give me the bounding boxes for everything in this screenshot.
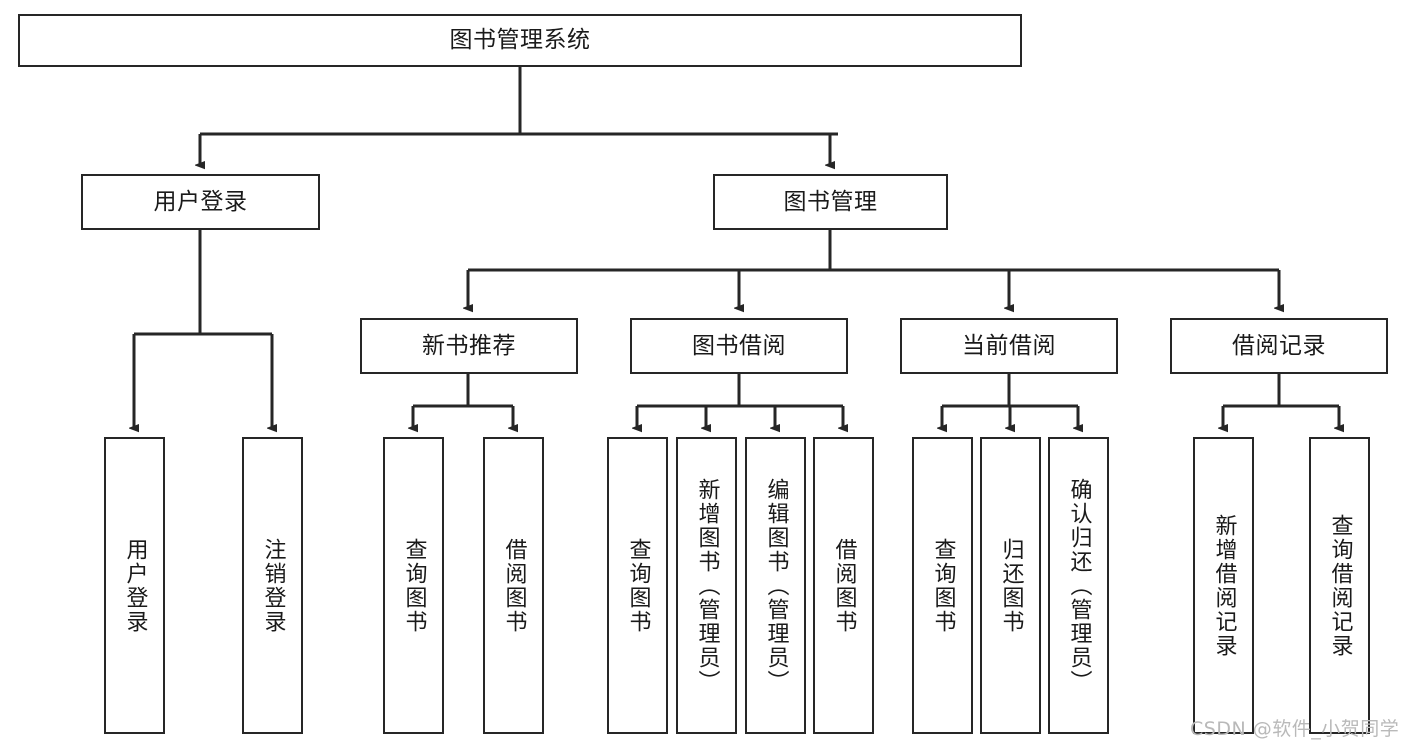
node-label: 归还图书	[998, 537, 1024, 634]
node-label: 编辑图书（管理员）	[763, 477, 789, 694]
csdn-watermark: CSDN @软件_小贺同学	[1190, 718, 1400, 740]
node-label: 当前借阅	[962, 332, 1056, 359]
node-new-book-recommend[interactable]: 新书推荐	[360, 318, 578, 374]
node-label: 借阅记录	[1232, 332, 1326, 359]
node-user-login[interactable]: 用户登录	[81, 174, 320, 230]
node-label: 确认归还（管理员）	[1066, 477, 1092, 694]
node-label: 图书管理	[783, 188, 878, 215]
leaf-borrow-add-book-admin[interactable]: 新增图书（管理员）	[676, 437, 737, 734]
leaf-current-return-books[interactable]: 归还图书	[980, 437, 1041, 734]
leaf-current-confirm-return-admin[interactable]: 确认归还（管理员）	[1048, 437, 1109, 734]
leaf-newbook-borrow-books[interactable]: 借阅图书	[483, 437, 544, 734]
leaf-borrow-query-books[interactable]: 查询图书	[607, 437, 668, 734]
leaf-borrow-borrow-books[interactable]: 借阅图书	[813, 437, 874, 734]
node-label: 用户登录	[122, 537, 148, 634]
node-label: 查询图书	[625, 537, 651, 634]
leaf-user-login[interactable]: 用户登录	[104, 437, 165, 734]
node-book-management[interactable]: 图书管理	[713, 174, 948, 230]
node-current-borrow[interactable]: 当前借阅	[900, 318, 1118, 374]
node-label: 图书管理系统	[449, 27, 591, 54]
node-label: 新增借阅记录	[1211, 513, 1237, 658]
leaf-newbook-query-books[interactable]: 查询图书	[383, 437, 444, 734]
leaf-current-query-books[interactable]: 查询图书	[912, 437, 973, 734]
node-label: 查询借阅记录	[1327, 513, 1353, 658]
leaf-records-query-record[interactable]: 查询借阅记录	[1309, 437, 1370, 734]
node-label: 借阅图书	[501, 537, 527, 634]
node-label: 新增图书（管理员）	[694, 477, 720, 694]
node-label: 查询图书	[930, 537, 956, 634]
node-root-book-management-system[interactable]: 图书管理系统	[18, 14, 1022, 67]
node-book-borrow[interactable]: 图书借阅	[630, 318, 848, 374]
leaf-logout[interactable]: 注销登录	[242, 437, 303, 734]
node-label: 图书借阅	[692, 332, 786, 359]
node-borrow-records[interactable]: 借阅记录	[1170, 318, 1388, 374]
leaf-records-add-record[interactable]: 新增借阅记录	[1193, 437, 1254, 734]
leaf-borrow-edit-book-admin[interactable]: 编辑图书（管理员）	[745, 437, 806, 734]
node-label: 查询图书	[401, 537, 427, 634]
node-label: 新书推荐	[422, 332, 516, 359]
node-label: 用户登录	[153, 188, 248, 215]
node-label: 注销登录	[260, 537, 286, 634]
node-label: 借阅图书	[831, 537, 857, 634]
